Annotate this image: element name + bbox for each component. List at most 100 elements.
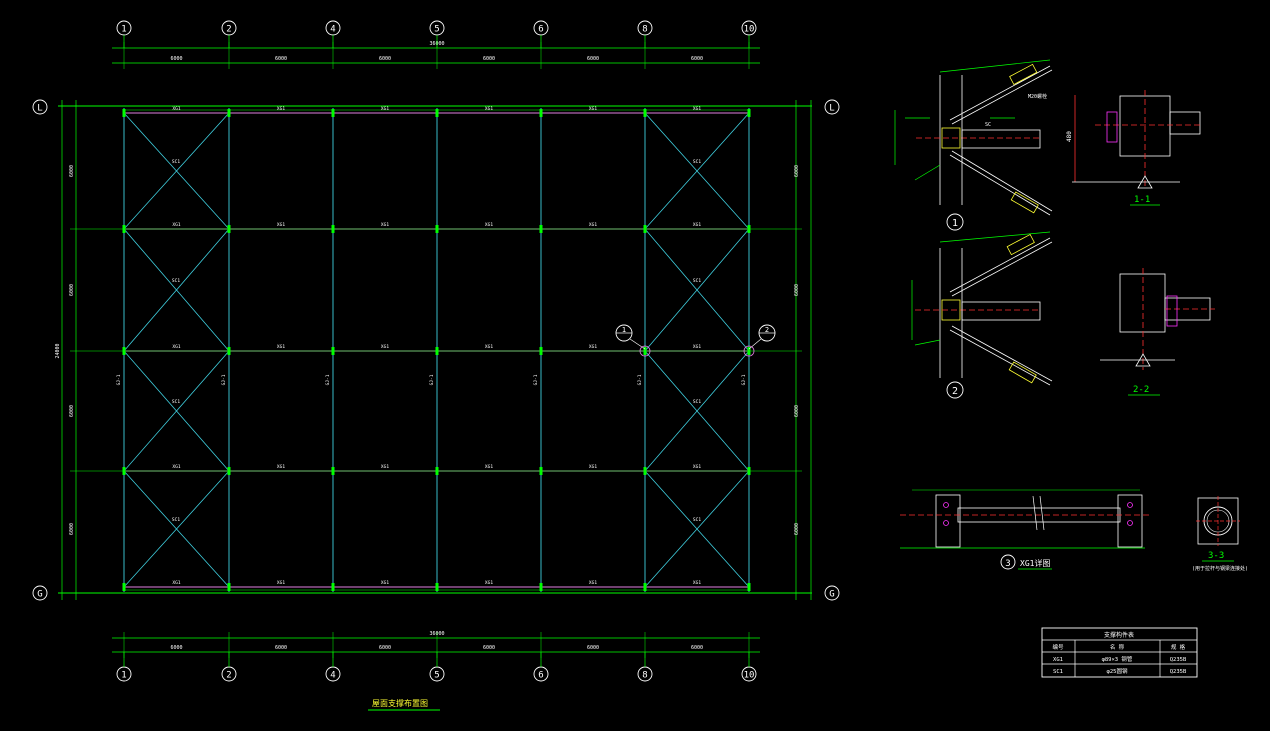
dim-bay-text: 6000 bbox=[170, 56, 182, 62]
purlin-label: XG1 bbox=[485, 464, 493, 470]
section-1-1: 480 1-1 bbox=[1066, 90, 1201, 206]
brace-label: SC1 bbox=[693, 159, 701, 165]
brace-label: SC1 bbox=[172, 517, 180, 523]
dim-bay-text: 6000 bbox=[275, 56, 287, 62]
dim-total-side: 24000 bbox=[55, 343, 61, 358]
purlin-label: XG1 bbox=[381, 344, 389, 350]
column-node bbox=[122, 467, 126, 475]
section-marker-leader bbox=[629, 338, 646, 350]
dim-side-text: 6000 bbox=[69, 165, 75, 177]
dim-bay-text: 6000 bbox=[587, 56, 599, 62]
top-bubble-label: 2 bbox=[226, 25, 231, 35]
bottom-bubble-label: 10 bbox=[744, 671, 755, 681]
dim-bay-text: 6000 bbox=[483, 645, 495, 651]
purlin-label: XG1 bbox=[381, 464, 389, 470]
purlin-label: XG1 bbox=[277, 106, 285, 112]
table-cell: Q235B bbox=[1170, 669, 1187, 675]
column-node bbox=[227, 583, 231, 591]
column-node bbox=[122, 347, 126, 355]
brace-label: SC1 bbox=[172, 399, 180, 405]
column-node bbox=[227, 225, 231, 233]
purlin-label: XG1 bbox=[172, 222, 180, 228]
brace-line bbox=[644, 350, 750, 472]
column-node bbox=[747, 347, 751, 355]
brace-line bbox=[644, 112, 750, 230]
dim-bay-text: 6000 bbox=[379, 645, 391, 651]
bottom-bubble-label: 2 bbox=[226, 671, 231, 681]
column-node bbox=[331, 583, 335, 591]
brace-line bbox=[644, 228, 750, 352]
brace-label: SC1 bbox=[693, 399, 701, 405]
purlin-label: XG1 bbox=[277, 464, 285, 470]
purlin-label: XG1 bbox=[693, 580, 701, 586]
column-label: GJ-1 bbox=[741, 374, 747, 385]
purlin-label: XG1 bbox=[381, 222, 389, 228]
brace-label: SC1 bbox=[693, 278, 701, 284]
column-node bbox=[331, 347, 335, 355]
section-2-2: 2-2 bbox=[1100, 268, 1215, 396]
column-node bbox=[331, 109, 335, 117]
dim-side-text: 6000 bbox=[794, 523, 800, 535]
column-node bbox=[539, 109, 543, 117]
dim-side-text: 6000 bbox=[69, 405, 75, 417]
dim-bay-text: 6000 bbox=[483, 56, 495, 62]
dim-bay-text: 6000 bbox=[275, 645, 287, 651]
section-1-1-dim: 480 bbox=[1066, 131, 1073, 142]
column-node bbox=[539, 467, 543, 475]
top-bubble-label: 5 bbox=[434, 25, 439, 35]
brace-label: SC1 bbox=[172, 159, 180, 165]
purlin-label: XG1 bbox=[381, 580, 389, 586]
purlin-label: XG1 bbox=[589, 464, 597, 470]
table-cell: SC1 bbox=[1053, 669, 1063, 675]
section-node bbox=[743, 345, 755, 357]
section-1-1-label: 1-1 bbox=[1134, 195, 1150, 205]
column-node bbox=[747, 109, 751, 117]
plan-title: 屋面支撑布置图 bbox=[372, 698, 428, 708]
detail-3-xg1: 3 XG1详图 bbox=[900, 489, 1150, 570]
brace-line bbox=[123, 112, 230, 230]
purlin-label: XG1 bbox=[172, 464, 180, 470]
detail-1-label: 1 bbox=[952, 218, 958, 229]
dim-side-text: 6000 bbox=[69, 523, 75, 535]
dim-bay-text: 6000 bbox=[691, 645, 703, 651]
column-node bbox=[643, 225, 647, 233]
column-node bbox=[122, 225, 126, 233]
brace-line bbox=[123, 470, 230, 588]
column-node bbox=[643, 583, 647, 591]
dim-bay-text: 6000 bbox=[691, 56, 703, 62]
detail-1-callout-bolt: M20螺栓 bbox=[1028, 93, 1047, 100]
plan-member-labels: XG1XG1XG1XG1XG1GJ-1XG1XG1XG1XG1XG1GJ-1XG… bbox=[116, 106, 747, 586]
bottom-bubble-label: 5 bbox=[434, 671, 439, 681]
top-bubble-label: 4 bbox=[330, 25, 335, 35]
purlin-label: XG1 bbox=[172, 106, 180, 112]
table-cell: XG1 bbox=[1053, 657, 1063, 663]
top-bubble-label: 6 bbox=[538, 25, 543, 35]
brace-label: SC1 bbox=[693, 517, 701, 523]
table-header: 规 格 bbox=[1171, 643, 1186, 651]
bottom-bubble-label: 8 bbox=[642, 671, 647, 681]
section-marker-label: 2 bbox=[765, 326, 769, 334]
dim-side-text: 6000 bbox=[794, 284, 800, 296]
column-node bbox=[435, 583, 439, 591]
bottom-bubble-label: 6 bbox=[538, 671, 543, 681]
left-bubble-circle bbox=[32, 99, 48, 115]
column-label: GJ-1 bbox=[637, 374, 643, 385]
section-2-2-label: 2-2 bbox=[1133, 385, 1149, 395]
dim-bay-text: 6000 bbox=[587, 645, 599, 651]
purlin-label: XG1 bbox=[172, 344, 180, 350]
table-cell: Q235B bbox=[1170, 657, 1187, 663]
bottom-bubble-label: 1 bbox=[121, 671, 126, 681]
section-3-3: 3-3 (用于拉杆与钢梁连接处) bbox=[1192, 496, 1248, 572]
detail-3-label: 3 bbox=[1005, 559, 1010, 569]
dim-bay-text: 6000 bbox=[170, 645, 182, 651]
purlin-label: XG1 bbox=[693, 464, 701, 470]
dim-total-text: 36000 bbox=[429, 631, 444, 637]
purlin-label: XG1 bbox=[589, 106, 597, 112]
column-label: GJ-1 bbox=[429, 374, 435, 385]
